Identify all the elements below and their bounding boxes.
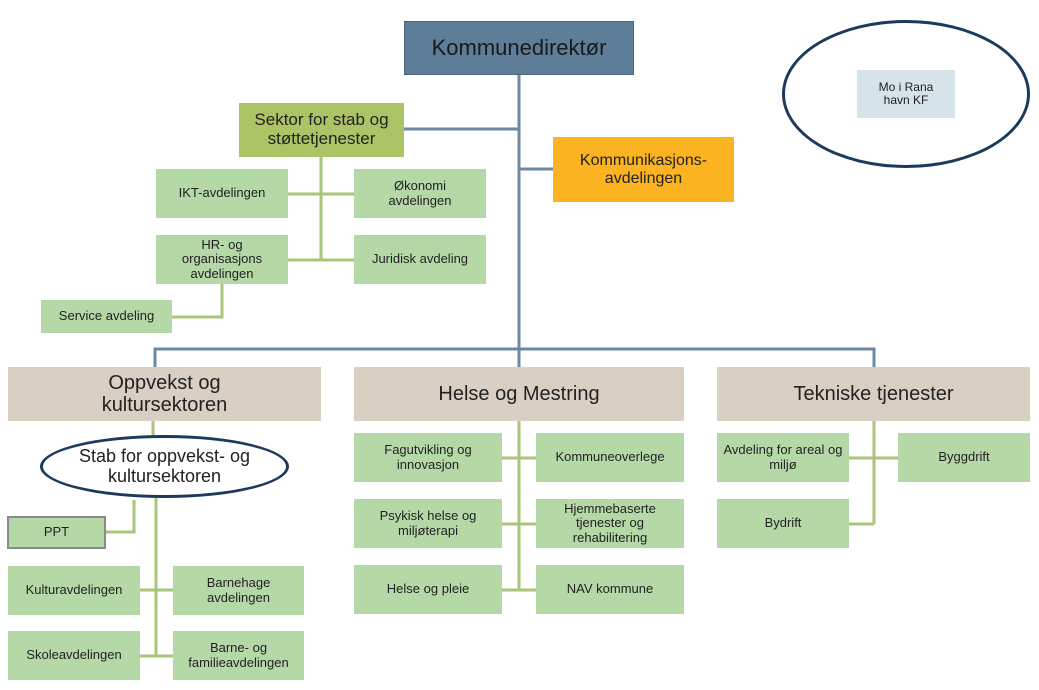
okonomi-box: Økonomi avdelingen (354, 169, 486, 218)
bydrift-box: Bydrift (717, 499, 849, 548)
juridisk-box: Juridisk avdeling (354, 235, 486, 284)
kommuneoverlege-box: Kommuneoverlege (536, 433, 684, 482)
pleie-box: Helse og pleie (354, 565, 502, 614)
areal-box: Avdeling for areal og miljø (717, 433, 849, 482)
helse-box: Helse og Mestring (354, 367, 684, 421)
stab-sektor-box: Sektor for stab og støttetjenester (239, 103, 404, 157)
teknisk-box: Tekniske tjenester (717, 367, 1030, 421)
kultur-box: Kulturavdelingen (8, 566, 140, 615)
barne-box: Barne- og familieavdelingen (173, 631, 304, 680)
hr-box: HR- og organisasjons avdelingen (156, 235, 288, 284)
psykisk-box: Psykisk helse og miljøterapi (354, 499, 502, 548)
fag-box: Fagutvikling og innovasjon (354, 433, 502, 482)
kommunikasjon-box: Kommunikasjons-avdelingen (553, 137, 734, 202)
mo-i-rana-box: Mo i Rana havn KF (857, 70, 955, 118)
ikt-box: IKT-avdelingen (156, 169, 288, 218)
skole-box: Skoleavdelingen (8, 631, 140, 680)
mo-i-rana-oval: Mo i Rana havn KF (782, 20, 1030, 168)
service-box: Service avdeling (41, 300, 172, 333)
nav-box: NAV kommune (536, 565, 684, 614)
stab-oppvekst-label: Stab for oppvekst- og kultursektoren (78, 445, 251, 486)
stab-oppvekst-oval: Stab for oppvekst- og kultursektoren (40, 435, 289, 498)
barnehage-box: Barnehage avdelingen (173, 566, 304, 615)
byggdrift-box: Byggdrift (898, 433, 1030, 482)
oppvekst-box: Oppvekst og kultursektoren (8, 367, 321, 421)
hjemme-box: Hjemmebaserte tjenester og rehabiliterin… (536, 499, 684, 548)
director-box: Kommunedirektør (404, 21, 634, 75)
ppt-box: PPT (7, 516, 106, 549)
